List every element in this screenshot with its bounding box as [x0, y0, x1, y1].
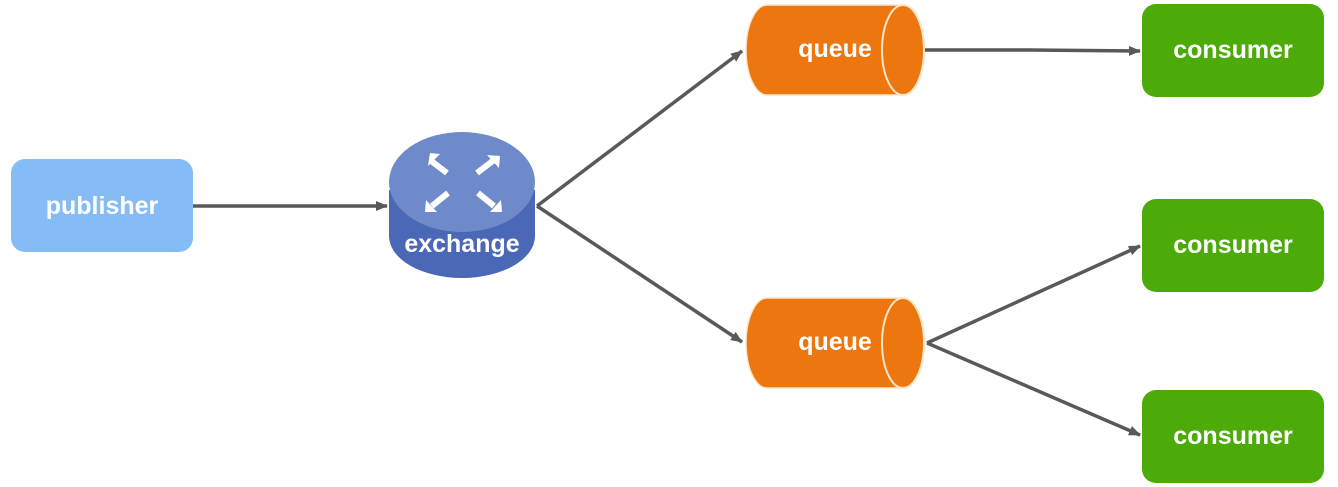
queue-bottom-cap: [881, 297, 925, 389]
queue-top-label: queue: [798, 35, 872, 63]
edge-exchange-queue-bottom: [536, 204, 743, 344]
consumer-2-label: consumer: [1173, 231, 1293, 259]
consumer-3-box: [1142, 390, 1324, 483]
edge-queue-top-consumer-1: [925, 45, 1141, 56]
exchange-label: exchange: [404, 230, 519, 258]
queue-bottom-label: queue: [798, 328, 872, 356]
publisher-box: [11, 159, 193, 252]
consumer-3-label: consumer: [1173, 422, 1293, 450]
consumer-1-label: consumer: [1173, 36, 1293, 64]
edge-exchange-queue-top: [535, 49, 744, 208]
queue-top-node[interactable]: queue: [745, 4, 925, 96]
consumer-1-box: [1142, 4, 1324, 97]
consumer-1-node[interactable]: consumer: [1142, 4, 1324, 97]
queue-bottom-node[interactable]: queue: [745, 297, 925, 389]
queue-top-cap: [881, 4, 925, 96]
edge-queue-bottom-consumer-2: [926, 244, 1141, 345]
exchange-top: [389, 132, 535, 232]
consumer-3-node[interactable]: consumer: [1142, 390, 1324, 483]
publisher-node[interactable]: publisher: [11, 159, 193, 252]
exchange-node[interactable]: exchange: [389, 132, 535, 278]
edges: [193, 45, 1141, 437]
arrows-cross-icon: [425, 153, 502, 212]
consumer-2-node[interactable]: consumer: [1142, 199, 1324, 292]
publisher-label: publisher: [46, 192, 159, 220]
edge-queue-bottom-consumer-3: [926, 341, 1141, 437]
consumer-2-box: [1142, 199, 1324, 292]
